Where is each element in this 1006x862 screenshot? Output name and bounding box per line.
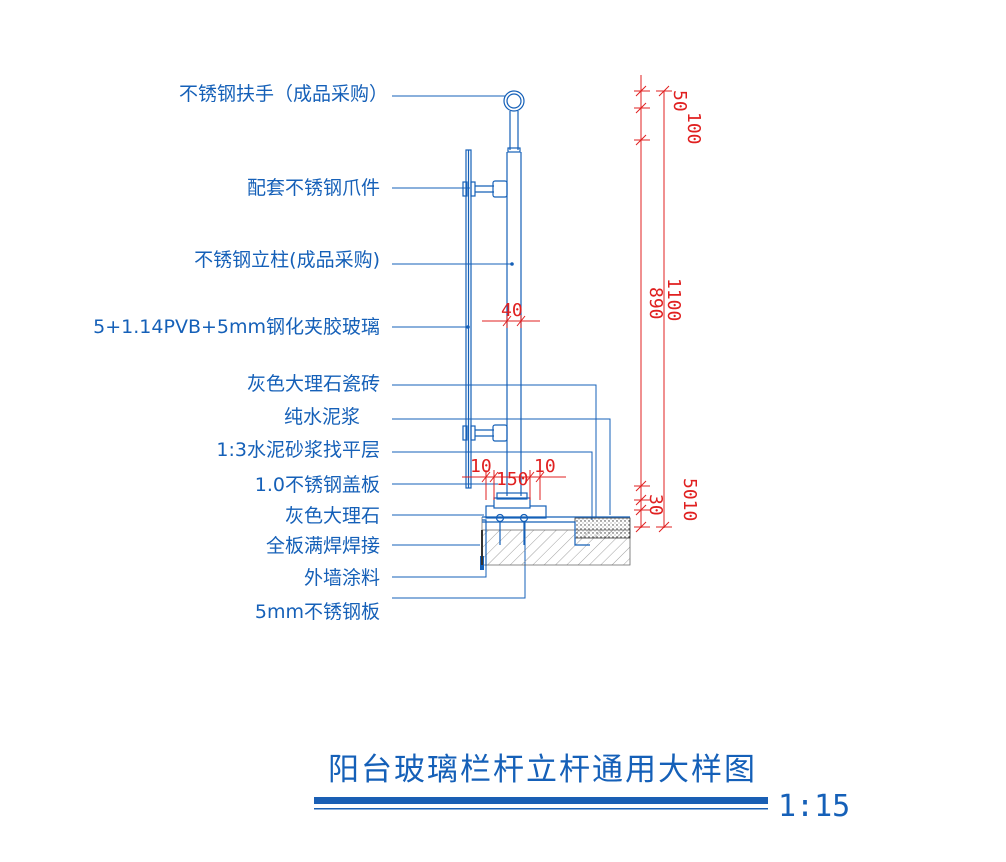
horizontal-dimensions: 40 10 150 10 <box>462 300 566 500</box>
label-marble: 灰色大理石 <box>285 505 380 527</box>
glass-and-clamps <box>462 149 508 489</box>
label-steel-plate: 5mm不锈钢板 <box>255 601 380 623</box>
dim-post-width: 40 <box>501 300 523 321</box>
label-weld: 全板满焊焊接 <box>266 535 380 557</box>
label-paint: 外墙涂料 <box>304 567 380 589</box>
base-section <box>480 492 631 570</box>
title-block: 阳台玻璃栏杆立杆通用大样图 1:15 <box>314 752 850 824</box>
label-cement-slurry: 纯水泥浆 <box>284 406 360 428</box>
title-underline-thick <box>314 797 768 804</box>
annotation-labels: 不锈钢扶手（成品采购） 配套不锈钢爪件 不锈钢立柱(成品采购) 5+1.14PV… <box>93 83 388 623</box>
label-marble-tile: 灰色大理石瓷砖 <box>247 373 380 395</box>
upper-clamp <box>462 180 508 198</box>
drawing-title: 阳台玻璃栏杆立杆通用大样图 <box>328 752 757 788</box>
dim-base-width: 150 <box>496 469 529 490</box>
label-handrail: 不锈钢扶手（成品采购） <box>179 83 388 105</box>
dim-890: 890 <box>645 287 666 320</box>
label-glass: 5+1.14PVB+5mm钢化夹胶玻璃 <box>93 316 380 338</box>
dim-50: 50 <box>669 90 690 112</box>
label-mortar: 1:3水泥砂浆找平层 <box>216 439 380 461</box>
title-underline-thin <box>314 808 768 810</box>
drawing-scale: 1:15 <box>778 789 850 824</box>
lower-clamp <box>462 424 508 442</box>
handrail-section <box>503 90 525 112</box>
dim-right-gap: 10 <box>534 456 556 477</box>
dim-30: 30 <box>645 494 666 516</box>
vertical-dimensions: 50 100 1100 890 30 5010 <box>634 75 704 533</box>
label-cover-plate: 1.0不锈钢盖板 <box>255 474 380 496</box>
label-clamp: 配套不锈钢爪件 <box>247 177 380 199</box>
dim-left-gap: 10 <box>470 456 492 477</box>
label-post: 不锈钢立柱(成品采购) <box>194 249 380 271</box>
dim-1100: 1100 <box>663 278 684 321</box>
leader-lines <box>392 95 611 599</box>
dim-5010: 5010 <box>679 478 700 521</box>
dim-100: 100 <box>683 112 704 145</box>
